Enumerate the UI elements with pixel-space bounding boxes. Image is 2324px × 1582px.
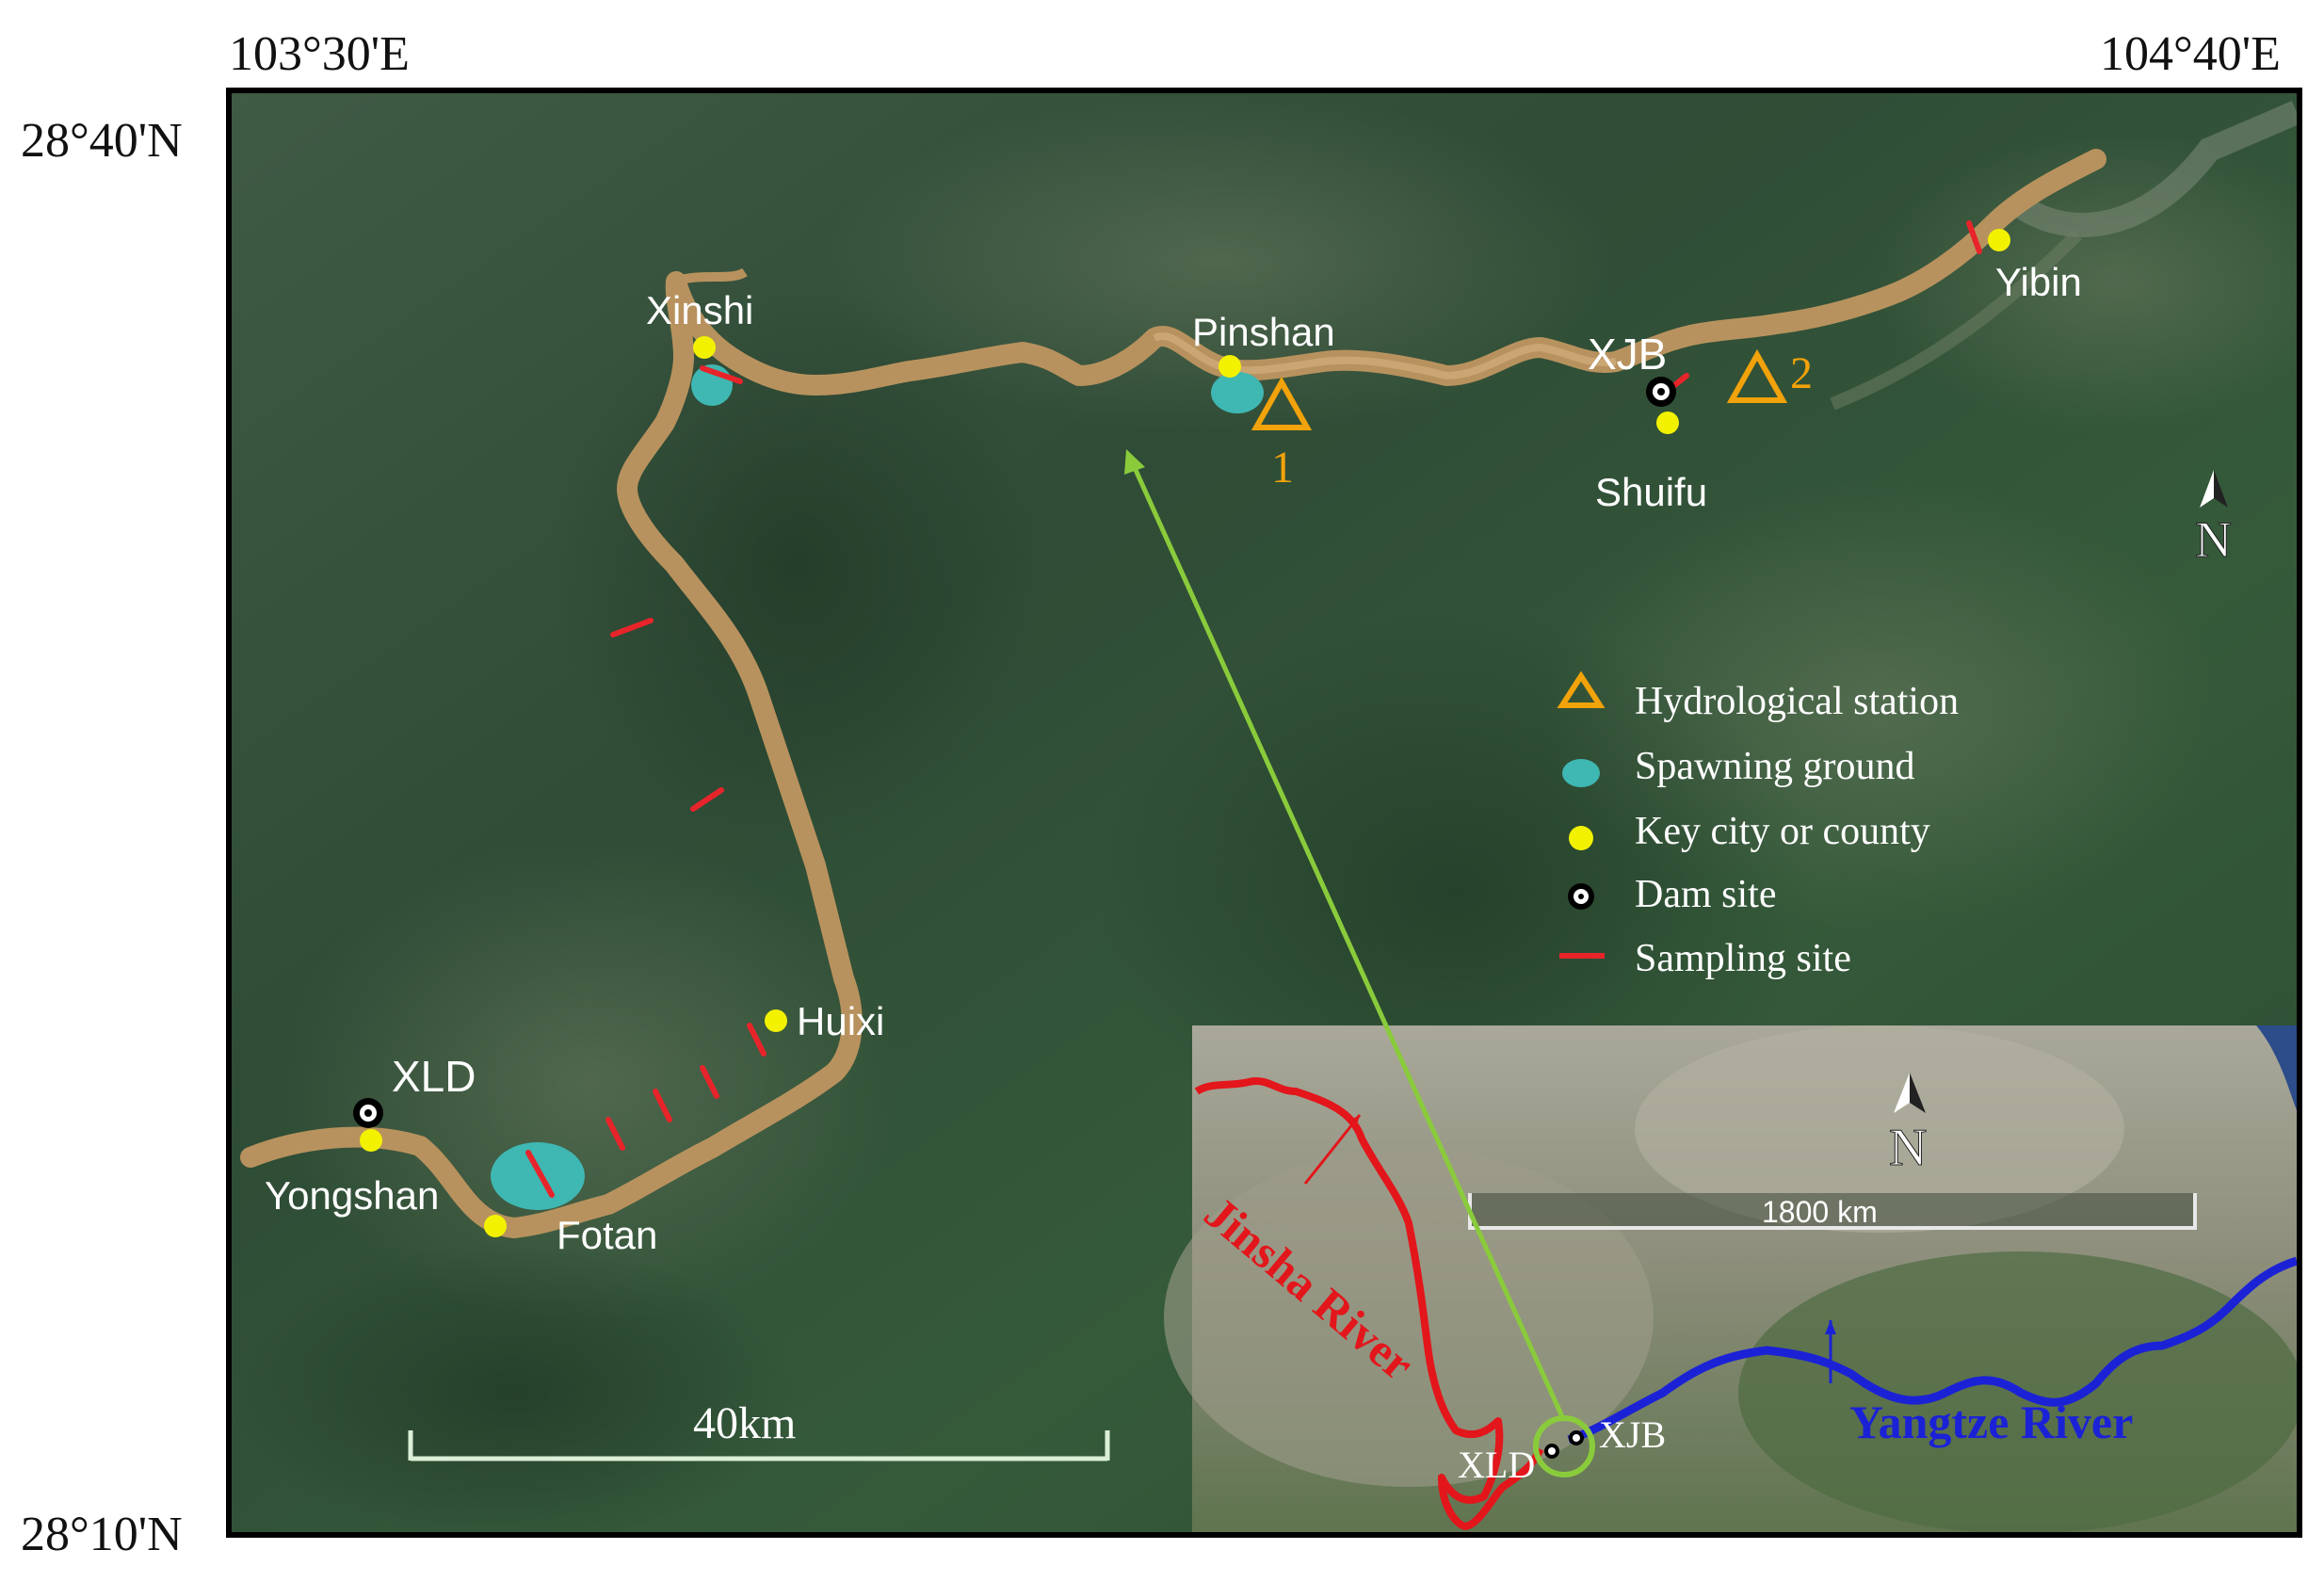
label-huixi: Huixi — [797, 999, 884, 1043]
inset-label-xld: XLD — [1458, 1444, 1535, 1486]
hydrological-station-2 — [1726, 348, 1788, 403]
north-arrow-icon: N — [2195, 470, 2233, 569]
legend-spawning-ground-label: Spawning ground — [1635, 745, 1915, 788]
legend-key-city-label: Key city or county — [1635, 810, 1930, 853]
legend-hydrological-station-icon — [1557, 670, 1606, 708]
longitude-left-label: 103°30'E — [229, 27, 410, 81]
city-dot-huixi — [765, 1009, 787, 1032]
river-tributary — [672, 267, 748, 286]
sampling-site-5 — [653, 1089, 672, 1122]
city-dot-xinshi — [693, 336, 716, 359]
label-xld-dam: XLD — [392, 1052, 476, 1101]
label-xjb-dam: XJB — [1588, 330, 1667, 379]
location-pointer-line — [1133, 468, 1567, 1423]
sampling-site-1 — [610, 618, 654, 638]
location-pointer-arrowhead — [1124, 449, 1145, 475]
sampling-sites — [525, 220, 1982, 1198]
dam-site-xjb — [1646, 377, 1676, 407]
station-number-2: 2 — [1790, 348, 1813, 398]
inset-scale-bar: 1800 km — [1468, 1193, 2197, 1230]
city-dot-yongshan — [360, 1129, 382, 1152]
city-dot-shuifu — [1656, 412, 1679, 434]
inset-yangtze-river — [1567, 1256, 2297, 1445]
label-yongshan: Yongshan — [265, 1173, 439, 1218]
main-scale-label: 40km — [693, 1398, 796, 1448]
sampling-site-3 — [747, 1023, 767, 1057]
label-fotan: Fotan — [557, 1213, 657, 1257]
inset-north-label: N — [1889, 1119, 1927, 1177]
spawning-ground-pinshan — [1211, 372, 1264, 413]
inset-jinsha-pointer — [1303, 1114, 1362, 1185]
sampling-site-fotan — [525, 1150, 555, 1198]
north-label: N — [2195, 511, 2232, 568]
station-number-1: 1 — [1271, 443, 1294, 492]
dam-site-xld — [353, 1098, 383, 1128]
inset-label-xjb: XJB — [1599, 1413, 1666, 1456]
sampling-site-2 — [690, 787, 724, 812]
inset-scale-label: 1800 km — [1762, 1195, 1878, 1229]
hydrological-station-1 — [1251, 376, 1313, 430]
inset-jinsha-river — [1194, 1077, 1544, 1530]
sampling-site-4 — [700, 1065, 719, 1099]
inset-label-yangtze: Yangtze River — [1849, 1396, 2133, 1448]
legend-spawning-ground-icon — [1562, 759, 1600, 787]
main-map[interactable]: 1 2 Xinshi Pinshan Shuifu Yibin Huixi Yo… — [226, 88, 2302, 1538]
key-cities — [360, 229, 2010, 1237]
longitude-right-label: 104°40'E — [2100, 27, 2281, 81]
latitude-top-label: 28°40'N — [21, 114, 183, 168]
sampling-site-xinshi — [700, 365, 743, 384]
label-xinshi: Xinshi — [646, 288, 753, 332]
sampling-site-6 — [605, 1117, 625, 1151]
legend-dam-site-icon — [1568, 883, 1594, 910]
latitude-bottom-label: 28°10'N — [21, 1508, 183, 1561]
legend-sampling-site-label: Sampling site — [1635, 937, 1851, 980]
river-highlight — [1153, 332, 1617, 380]
inset-north-arrow-icon: N — [1889, 1073, 1928, 1178]
inset-dam-site-xjb — [1569, 1430, 1584, 1445]
river-channel — [240, 149, 2106, 1238]
legend: Hydrological station Spawning ground Key… — [1557, 670, 1959, 980]
label-shuifu: Shuifu — [1595, 470, 1707, 514]
city-dot-yibin — [1988, 229, 2010, 251]
city-dot-pinshan — [1218, 355, 1241, 378]
main-scale-bar — [408, 1430, 1110, 1461]
spawning-ground-fotan — [491, 1142, 585, 1210]
sampling-site-yibin — [1966, 220, 1982, 254]
label-pinshan: Pinshan — [1192, 310, 1335, 354]
legend-key-city-icon — [1569, 826, 1593, 850]
inset-dam-site-xld — [1544, 1444, 1559, 1459]
inset-map: XLD XJB N 1800 km Jinsha River Yangtze R… — [1164, 1025, 2297, 1532]
city-dot-fotan — [484, 1215, 507, 1237]
legend-dam-site-label: Dam site — [1635, 873, 1776, 916]
label-yibin: Yibin — [1995, 260, 2082, 304]
legend-hydrological-station-label: Hydrological station — [1635, 680, 1959, 723]
